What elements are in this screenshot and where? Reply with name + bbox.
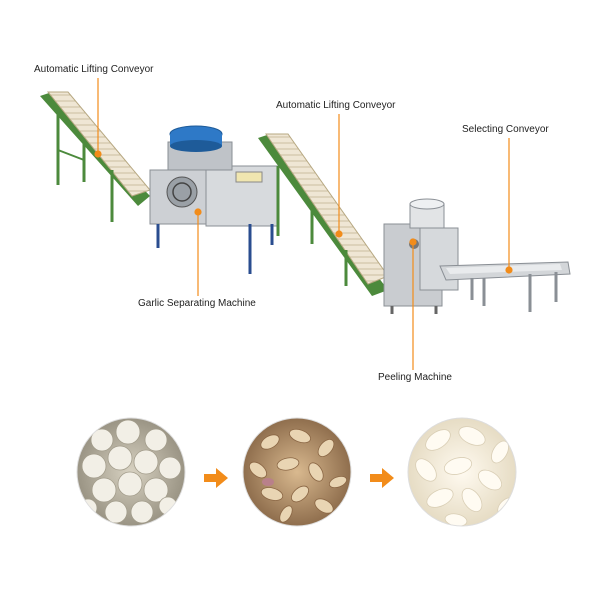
label-lifting-conveyor-1: Automatic Lifting Conveyor <box>34 64 154 75</box>
label-lifting-conveyor-2: Automatic Lifting Conveyor <box>276 100 396 111</box>
garlic-bulbs-photo <box>77 418 185 526</box>
arrow-right-icon <box>204 468 228 488</box>
leader-lines <box>94 78 513 370</box>
label-garlic-separating-machine: Garlic Separating Machine <box>138 298 256 309</box>
selecting-conveyor <box>439 261 571 312</box>
peeling-machine <box>383 198 459 314</box>
label-selecting-conveyor: Selecting Conveyor <box>462 124 549 135</box>
label-peeling-machine: Peeling Machine <box>378 372 452 383</box>
garlic-separating-machine <box>149 125 279 274</box>
lifting-conveyor-2 <box>258 133 389 296</box>
arrow-right-icon <box>370 468 394 488</box>
separated-cloves-photo <box>243 418 351 526</box>
lifting-conveyor-1 <box>40 91 151 222</box>
